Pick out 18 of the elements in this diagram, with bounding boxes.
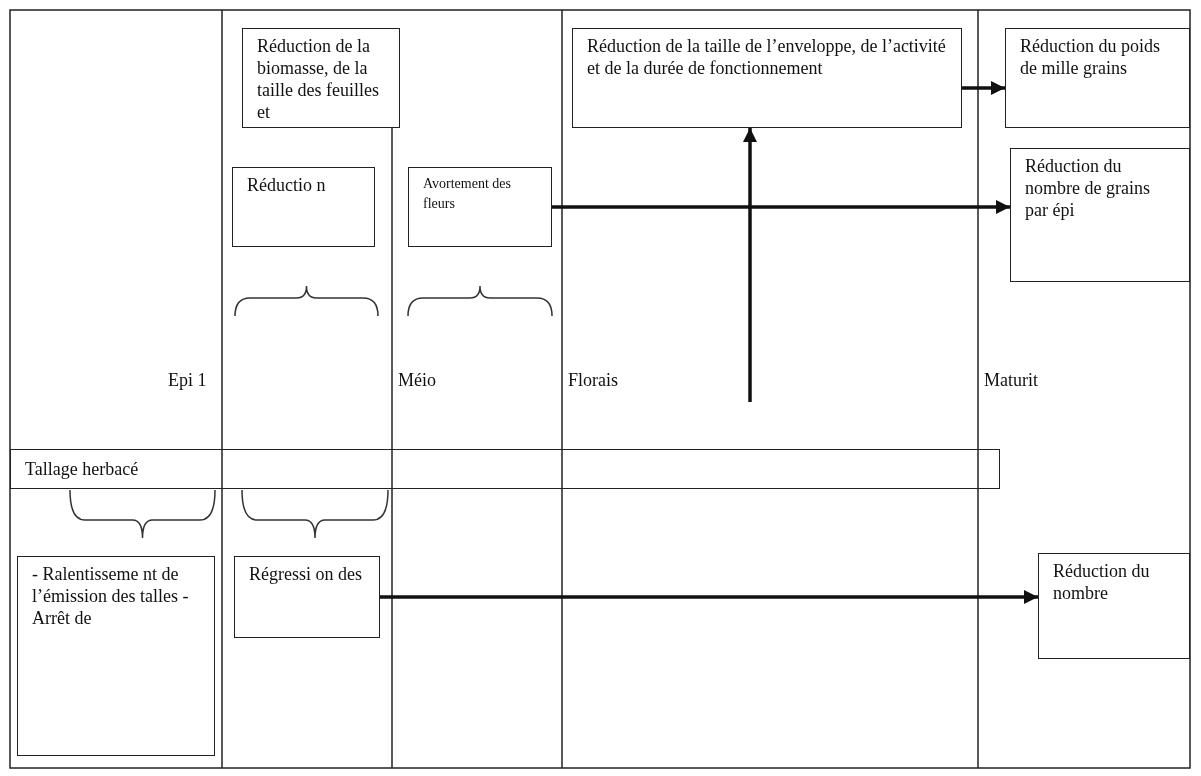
text-box: Réductio n bbox=[232, 167, 375, 247]
arrow bbox=[743, 128, 757, 402]
phase-band: Tallage herbacé bbox=[10, 449, 1000, 489]
arrow bbox=[962, 81, 1005, 95]
stage-label: Maturit bbox=[984, 370, 1038, 391]
text-box: Réduction du nombre de grains par épi bbox=[1010, 148, 1190, 282]
text-box: Avortement des fleurs bbox=[408, 167, 552, 247]
text-box: Régressi on des bbox=[234, 556, 380, 638]
arrow bbox=[552, 200, 1010, 214]
text-box: Réduction du poids de mille grains bbox=[1005, 28, 1190, 128]
text-box: Réduction de la biomasse, de la taille des feuilles et bbox=[242, 28, 400, 128]
stage-label: Méio bbox=[398, 370, 436, 391]
text-box: Réduction de la taille de l’enveloppe, de l’activité et de la durée de fonctionnement bbox=[572, 28, 962, 128]
arrow bbox=[380, 590, 1038, 604]
stage-label: Epi 1 bbox=[168, 370, 207, 391]
stage-label: Florais bbox=[568, 370, 618, 391]
text-box: Réduction du nombre bbox=[1038, 553, 1190, 659]
text-box: - Ralentisseme nt de l’émission des talles - Arrêt de bbox=[17, 556, 215, 756]
